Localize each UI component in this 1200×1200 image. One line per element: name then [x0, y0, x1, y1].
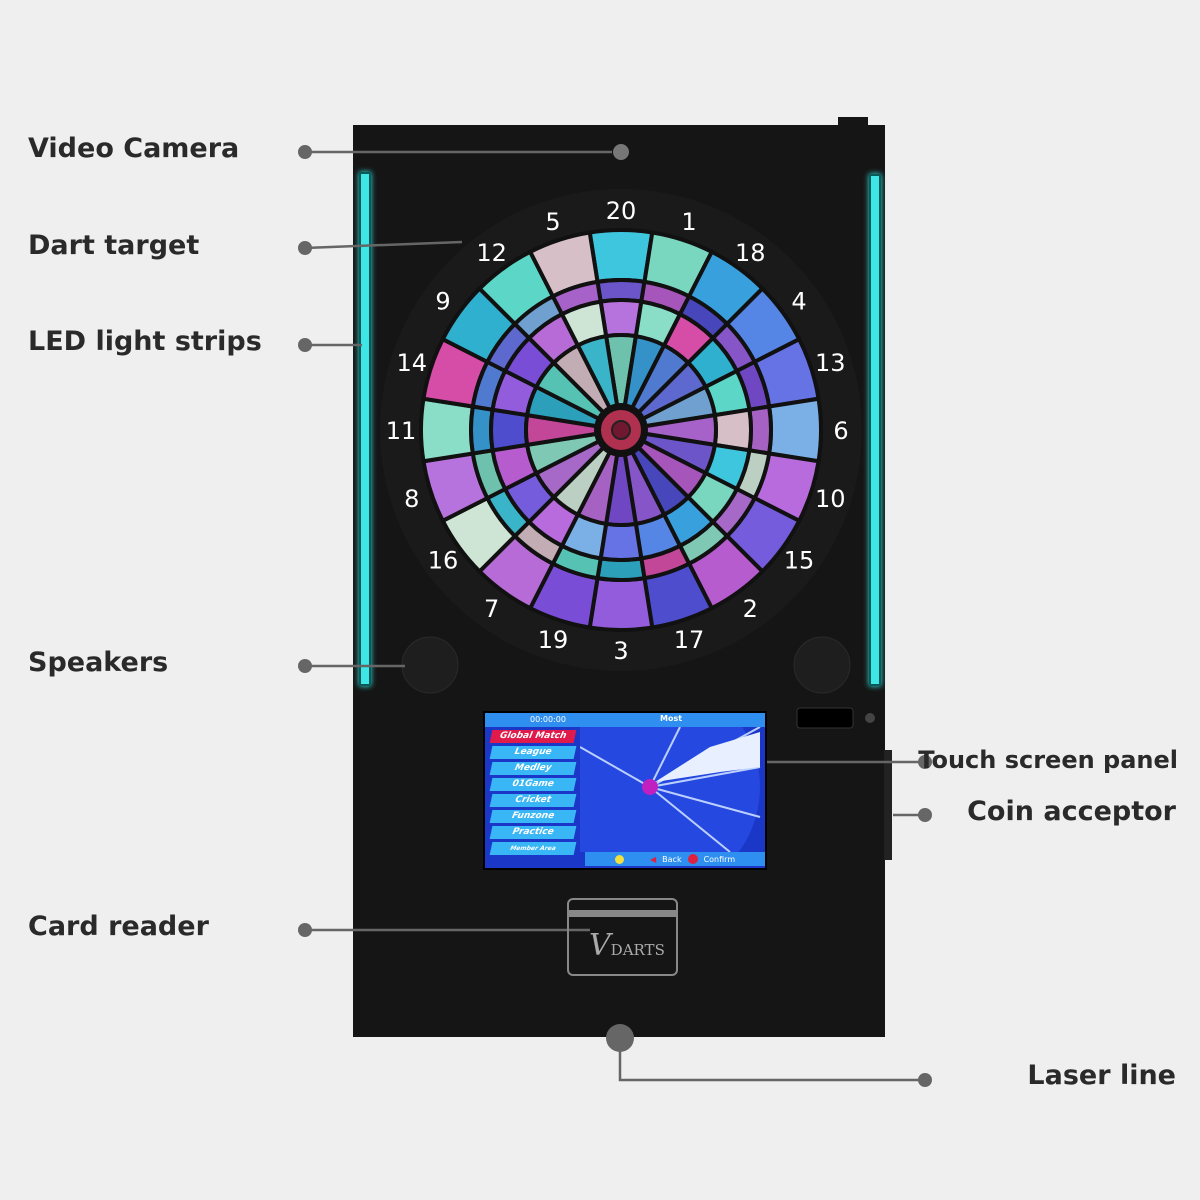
label-speakers: Speakers — [28, 647, 169, 678]
label-dart-target: Dart target — [28, 230, 200, 261]
dartboard-segment — [766, 396, 823, 464]
menu-01game[interactable]: 01Game — [489, 778, 577, 791]
timer: 00:00:00 — [530, 715, 566, 724]
coin-button — [865, 713, 875, 723]
dartboard-segment — [419, 396, 476, 464]
card-reader[interactable]: VDARTS — [567, 898, 678, 976]
dartboard-number: 1 — [681, 208, 696, 236]
dartboard-number: 17 — [674, 626, 705, 654]
label-coin-acceptor: Coin acceptor — [967, 796, 1176, 827]
coin-acceptor-side — [884, 750, 892, 860]
coin-icon — [615, 854, 624, 864]
screen-top-bar: 00:00:00 Most — [485, 713, 765, 727]
speaker-right — [793, 636, 851, 694]
dartboard-number: 15 — [784, 546, 815, 574]
logo-text: DARTS — [610, 941, 665, 959]
menu-practice[interactable]: Practice — [489, 826, 577, 839]
dartboard-bullseye — [611, 420, 631, 440]
touch-screen[interactable]: 00:00:00 Most Global Match League Medley… — [483, 711, 767, 870]
dartboard-number: 18 — [735, 239, 766, 267]
dartboard-number: 2 — [743, 595, 758, 623]
confirm-button[interactable]: Confirm — [703, 854, 736, 864]
dartboard-number: 11 — [386, 417, 417, 445]
dartboard-segment — [575, 333, 620, 411]
dartboard: 20 1 18 4 13 6 10 15 2 17 3 19 7 16 8 11 14 9 12 5 — [380, 189, 862, 671]
dartboard-number: 3 — [613, 637, 628, 665]
dartboard-number: 6 — [833, 417, 848, 445]
menu-funzone[interactable]: Funzone — [489, 810, 577, 823]
label-led-light-strips: LED light strips — [28, 326, 262, 357]
label-card-reader: Card reader — [28, 911, 209, 942]
dartboard-number: 9 — [435, 288, 450, 316]
logo-v: V — [589, 928, 611, 963]
video-camera — [613, 144, 629, 160]
dartboard-number: 12 — [476, 239, 507, 267]
menu-league[interactable]: League — [489, 746, 577, 759]
dartboard-number: 13 — [815, 349, 846, 377]
camera-handle — [838, 117, 868, 127]
dartboard-number: 7 — [484, 595, 499, 623]
speaker-left — [401, 636, 459, 694]
dartboard-segment — [587, 228, 655, 285]
screen-menu: Global Match League Medley 01Game Cricke… — [489, 730, 577, 858]
dartboard-number: 16 — [428, 546, 459, 574]
menu-member-area[interactable]: Member Area — [489, 842, 577, 855]
dartboard-number: 4 — [791, 288, 806, 316]
coin-slot — [796, 707, 854, 729]
dartboard-number: 20 — [606, 197, 637, 225]
leader-dots — [298, 145, 932, 1087]
leader-lines — [304, 150, 925, 1082]
led-strip-right — [869, 174, 881, 686]
screen-title: Most — [660, 714, 683, 723]
screen-bottom-bar: ◀ Back Confirm — [585, 852, 765, 866]
menu-global-match[interactable]: Global Match — [489, 730, 577, 743]
menu-medley[interactable]: Medley — [489, 762, 577, 775]
back-arrow-icon: ◀ — [650, 854, 657, 864]
dartboard-number: 10 — [815, 485, 846, 513]
label-touch-screen-panel: Touch screen panel — [918, 746, 1178, 774]
led-strip-left — [359, 172, 371, 686]
dartboard-number: 19 — [538, 626, 569, 654]
dartboard-number: 8 — [404, 485, 419, 513]
label-video-camera: Video Camera — [28, 133, 240, 164]
confirm-icon — [687, 854, 698, 864]
card-reader-band — [569, 910, 676, 917]
vdarts-logo: VDARTS — [589, 928, 665, 963]
back-button[interactable]: Back — [662, 854, 682, 864]
screen-dartboard-graphic — [580, 727, 761, 852]
dartboard-number: 5 — [545, 208, 560, 236]
dartboard-number: 14 — [396, 349, 427, 377]
menu-cricket[interactable]: Cricket — [489, 794, 577, 807]
label-laser-line: Laser line — [1027, 1060, 1176, 1091]
dartboard-segment — [587, 575, 655, 632]
